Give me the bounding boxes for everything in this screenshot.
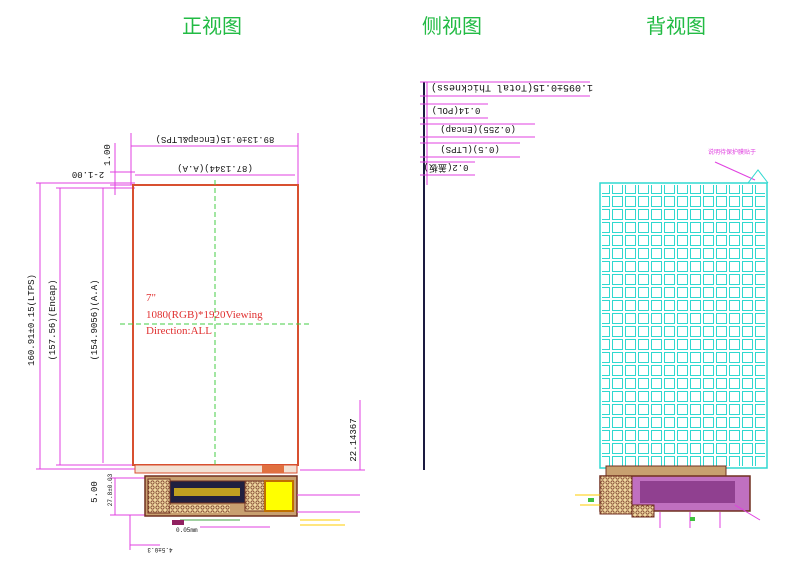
front-view-heading: 正视图	[182, 14, 242, 38]
dim-left-gap: 2-1.00	[72, 169, 104, 179]
panel-resolution: 1080(RGB)*1920Viewing	[146, 309, 263, 321]
side-cover: 0.2(盖板)	[423, 162, 468, 174]
front-fpc	[144, 475, 360, 528]
dim-aa-height: (154.9056)(A.A)	[90, 279, 100, 360]
back-view-heading: 背视图	[646, 14, 706, 38]
back-note: 说明待保护膜贴于	[708, 148, 756, 156]
side-view: 1.095±0.15(Total Thickness) 0.14(POL) (0…	[420, 81, 593, 470]
dim-ltps-height: 160.91±0.15(LTPS)	[27, 274, 37, 366]
panel-direction: Direction:ALL	[146, 325, 212, 337]
back-fpc	[575, 465, 761, 528]
side-total-thickness: 1.095±0.15(Total Thickness)	[431, 81, 593, 93]
dim-bottom: 5.00	[90, 481, 100, 503]
dim-encap-height: (157.56)(Encap)	[48, 279, 58, 360]
front-view: 89.13±0.15(Encap&LTPS) (87.1344)(A.A) 1.…	[27, 133, 365, 553]
panel-size: 7"	[146, 292, 156, 304]
side-encap: (0.255)(Encap)	[440, 124, 516, 134]
dim-fpc-offset: 22.14367	[349, 418, 359, 461]
side-view-heading: 侧视图	[422, 14, 482, 38]
dim-aa-width: (87.1344)(A.A)	[177, 163, 253, 173]
dim-top-gap: 1.00	[103, 144, 113, 166]
dim-outline-width: 89.13±0.15(Encap&LTPS)	[156, 134, 275, 144]
back-view: 说明待保护膜贴于	[575, 148, 769, 528]
side-ltps: (0.5)(LTPS)	[440, 144, 499, 154]
note-tolerance: 0.05mm	[176, 527, 198, 534]
side-pol: 0.14(POL)	[432, 105, 481, 115]
note-bottom: 4.5±0.3	[147, 546, 173, 553]
note-fpc-width: 27.8±0.03	[107, 473, 114, 506]
